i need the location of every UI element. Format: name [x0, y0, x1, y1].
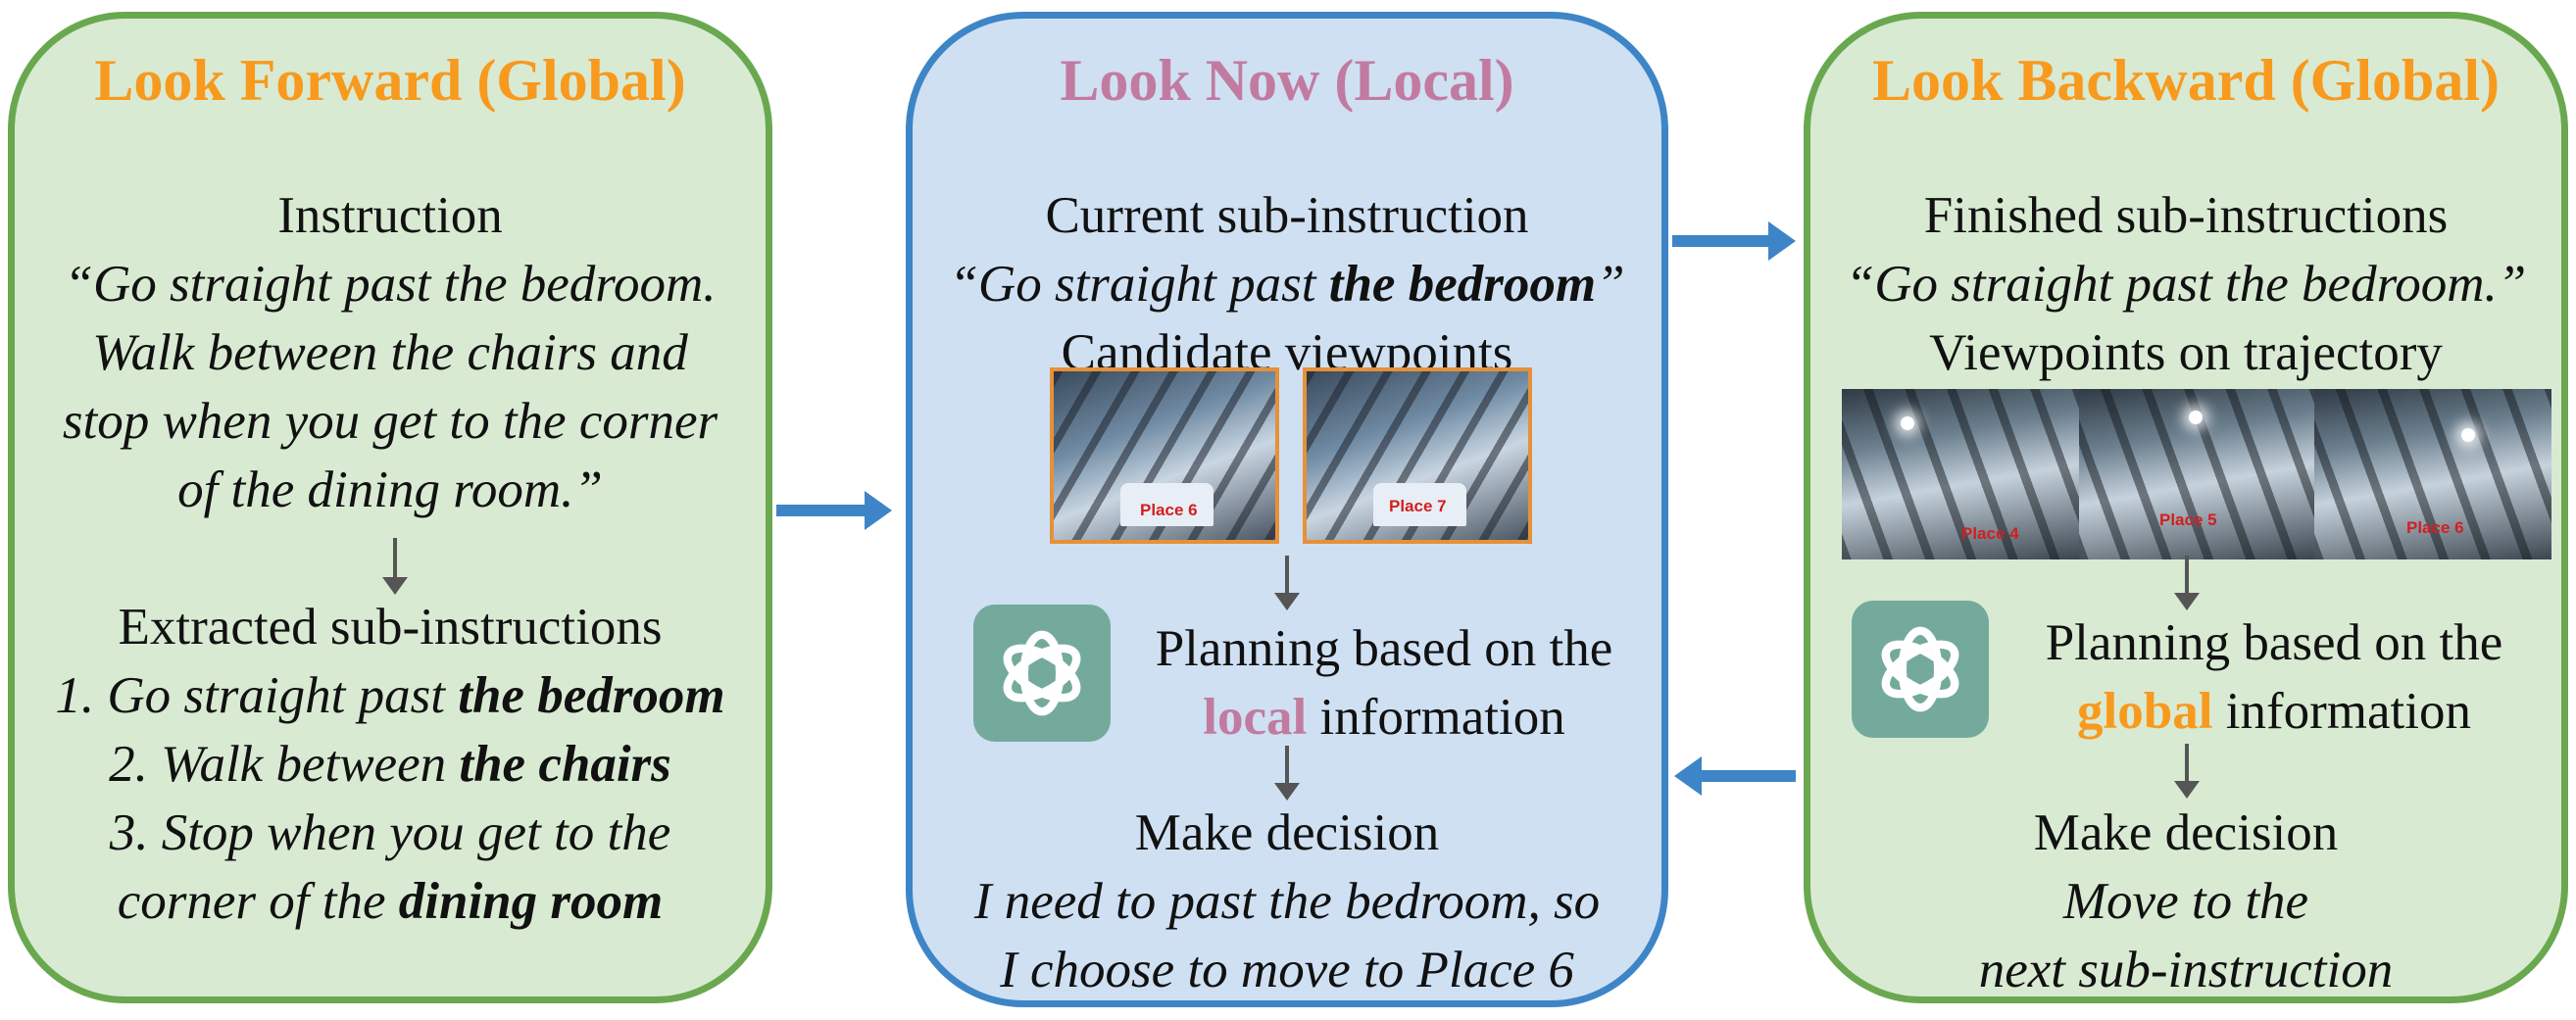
down-arrow — [1274, 746, 1300, 801]
decision-line-2: I choose to move to Place 6 — [1000, 942, 1574, 998]
instruction-line-2: Walk between the chairs and — [92, 324, 688, 381]
planning-line-1: Planning based on the — [1155, 620, 1613, 677]
trajectory-panorama-image: Place 4 Place 5 Place 6 — [1842, 389, 2551, 559]
instruction-line-4: of the dining room.” — [177, 461, 603, 518]
candidate-viewpoint-image-1: Place 6 — [1050, 367, 1279, 544]
look-backward-panel: Look Backward (Global) Finished sub-inst… — [1804, 12, 2568, 1003]
chatgpt-icon — [973, 605, 1111, 742]
trajectory-place-label-1: Place 4 — [1961, 524, 2019, 543]
look-backward-title: Look Backward (Global) — [1871, 48, 2501, 113]
sub-instruction-4: corner of the dining room — [117, 873, 664, 930]
instruction-heading: Instruction — [277, 187, 503, 244]
planning-line-2: global information — [2077, 683, 2471, 740]
local-keyword: local — [1203, 689, 1308, 746]
trajectory-place-label-2: Place 5 — [2159, 510, 2217, 529]
candidate-place-label-1: Place 6 — [1140, 501, 1198, 519]
candidate-place-label-2: Place 7 — [1389, 497, 1447, 515]
backward-to-now-arrow — [1674, 756, 1796, 796]
trajectory-view-3: Place 6 — [2314, 389, 2551, 559]
look-now-title: Look Now (Local) — [1060, 48, 1514, 113]
global-keyword: global — [2077, 683, 2213, 740]
decision-line-1: Move to the — [2062, 873, 2309, 930]
current-sub-instruction-text: “Go straight past the bedroom” — [949, 256, 1625, 313]
planning-line-2: local information — [1203, 689, 1565, 746]
extracted-heading: Extracted sub-instructions — [118, 599, 663, 656]
instruction-line-1: “Go straight past the bedroom. — [64, 256, 717, 313]
look-forward-title: Look Forward (Global) — [94, 48, 686, 113]
viewpoints-on-trajectory-heading: Viewpoints on trajectory — [1929, 324, 2443, 381]
now-to-backward-arrow — [1672, 221, 1796, 261]
planning-line-1: Planning based on the — [2045, 614, 2503, 671]
sub-instruction-1: 1. Go straight past the bedroom — [55, 667, 725, 724]
candidate-viewpoint-image-2: Place 7 — [1303, 367, 1532, 544]
trajectory-place-label-3: Place 6 — [2406, 518, 2464, 537]
look-now-panel: Look Now (Local) Current sub-instruction… — [906, 12, 1668, 1007]
make-decision-heading: Make decision — [2033, 804, 2339, 861]
finished-sub-instructions-heading: Finished sub-instructions — [1923, 187, 2449, 244]
down-arrow — [1274, 556, 1300, 610]
down-arrow — [2174, 556, 2200, 610]
chatgpt-icon — [1852, 601, 1989, 738]
decision-line-2: next sub-instruction — [1978, 942, 2394, 998]
forward-to-now-arrow — [776, 491, 892, 530]
trajectory-view-1: Place 4 — [1842, 389, 2079, 559]
sub-instruction-2: 2. Walk between the chairs — [109, 736, 671, 793]
down-arrow — [2174, 744, 2200, 799]
look-forward-panel: Look Forward (Global) Instruction “Go st… — [8, 12, 772, 1003]
decision-line-1: I need to past the bedroom, so — [973, 873, 1601, 930]
sub-instruction-3: 3. Stop when you get to the — [109, 804, 671, 861]
trajectory-view-2: Place 5 — [2079, 389, 2314, 559]
make-decision-heading: Make decision — [1134, 804, 1440, 861]
down-arrow — [382, 538, 408, 595]
finished-sub-instruction-text: “Go straight past the bedroom.” — [1845, 256, 2527, 313]
instruction-line-3: stop when you get to the corner — [62, 393, 718, 450]
candidate-viewpoints-heading: Candidate viewpoints — [1061, 324, 1513, 381]
current-sub-instruction-heading: Current sub-instruction — [1045, 187, 1529, 244]
